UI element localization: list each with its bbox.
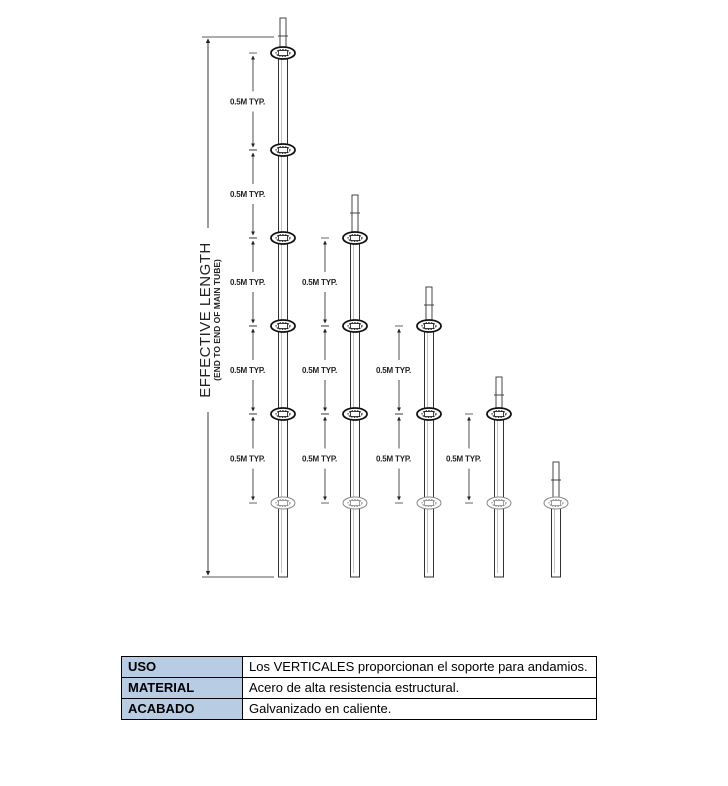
row-key-material: MATERIAL bbox=[121, 677, 243, 699]
spacing-dimension: 0.5M TYP. bbox=[230, 149, 265, 239]
effective-length-dimension: EFFECTIVE LENGTH (END TO END OF MAIN TUB… bbox=[197, 36, 274, 578]
row-key-uso: USO bbox=[121, 656, 243, 678]
spacing-label: 0.5M TYP. bbox=[302, 278, 337, 287]
row-key-acabado: ACABADO bbox=[121, 698, 243, 720]
row-value-material: Acero de alta resistencia estructural. bbox=[242, 677, 597, 699]
spacing-label: 0.5M TYP. bbox=[230, 190, 265, 199]
spacing-label: 0.5M TYP. bbox=[230, 366, 265, 375]
spec-table: USO Los VERTICALES proporcionan el sopor… bbox=[121, 656, 597, 720]
spacing-label: 0.5M TYP. bbox=[230, 278, 265, 287]
effective-length-title: EFFECTIVE LENGTH bbox=[197, 242, 214, 398]
spacing-dimension: 0.5M TYP. bbox=[302, 325, 337, 415]
main-tube bbox=[494, 413, 504, 578]
spigot bbox=[425, 286, 433, 323]
spacing-label: 0.5M TYP. bbox=[230, 455, 265, 464]
vertical-standard: 0.5M TYP. 0.5M TYP. 0.5M TYP. 0.5M TYP. 0.5M… bbox=[230, 17, 296, 578]
main-tube bbox=[551, 502, 561, 578]
vertical-standard: 0.5M TYP. 0.5M TYP. 0.5M TYP. bbox=[302, 194, 368, 578]
row-value-acabado: Galvanizado en caliente. bbox=[242, 698, 597, 720]
spacing-label: 0.5M TYP. bbox=[376, 455, 411, 464]
vertical-standard: 0.5M TYP. 0.5M TYP. bbox=[376, 286, 442, 578]
spigot bbox=[552, 461, 560, 500]
spacing-dimension: 0.5M TYP. bbox=[230, 237, 265, 327]
spacing-label: 0.5M TYP. bbox=[376, 366, 411, 375]
effective-length-subtitle: (END TO END OF MAIN TUBE) bbox=[212, 259, 222, 381]
spacing-label: 0.5M TYP. bbox=[302, 455, 337, 464]
row-value-uso: Los VERTICALES proporcionan el soporte p… bbox=[242, 656, 597, 678]
table-row: MATERIAL Acero de alta resistencia estru… bbox=[121, 677, 597, 699]
spacing-dimension: 0.5M TYP. bbox=[302, 413, 337, 504]
spacing-dimension: 0.5M TYP. bbox=[302, 237, 337, 327]
spacing-dimension: 0.5M TYP. bbox=[446, 413, 481, 504]
spacing-label: 0.5M TYP. bbox=[446, 455, 481, 464]
spacing-label: 0.5M TYP. bbox=[302, 366, 337, 375]
vertical-standards-drawing: 0.5M TYP.0.5M TYP.0.5M TYP.0.5M TYP.0.5M… bbox=[197, 17, 569, 578]
spacing-label: 0.5M TYP. bbox=[230, 98, 265, 107]
spacing-dimension: 0.5M TYP. bbox=[230, 413, 265, 504]
spigot bbox=[351, 194, 359, 235]
spigot bbox=[279, 17, 287, 50]
spacing-dimension: 0.5M TYP. bbox=[376, 325, 411, 415]
table-row: ACABADO Galvanizado en caliente. bbox=[121, 698, 597, 720]
vertical-standard: 0.5M TYP. bbox=[446, 376, 512, 578]
spacing-dimension: 0.5M TYP. bbox=[376, 413, 411, 504]
vertical-standard bbox=[543, 461, 569, 578]
table-row: USO Los VERTICALES proporcionan el sopor… bbox=[121, 656, 597, 678]
main-tube bbox=[424, 325, 434, 578]
spigot bbox=[495, 376, 503, 411]
spacing-dimension: 0.5M TYP. bbox=[230, 52, 265, 151]
spacing-dimension: 0.5M TYP. bbox=[230, 325, 265, 415]
